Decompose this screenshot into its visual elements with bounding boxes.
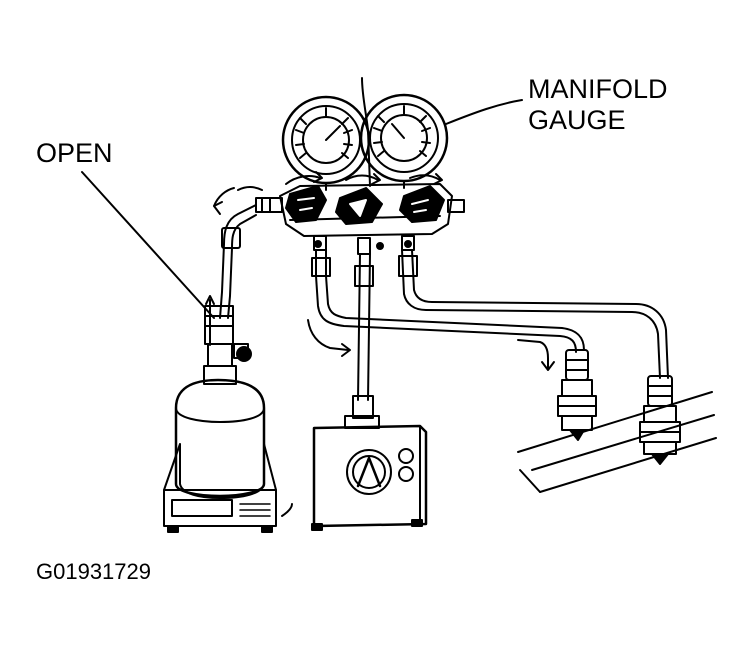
- manifold-leader-line: [445, 99, 523, 125]
- engine-rails: [517, 391, 717, 493]
- manifold-hook: [361, 77, 371, 187]
- manifold-label-line1: MANIFOLD: [528, 74, 668, 104]
- low-side-valve-knob: [285, 185, 327, 223]
- high-pressure-gauge: [359, 93, 449, 189]
- center-valve-knob: [335, 187, 383, 225]
- manifold-gauge-label: MANIFOLD GAUGE: [528, 74, 668, 135]
- open-label: OPEN: [36, 138, 113, 168]
- charging-scale: [163, 443, 293, 533]
- vacuum-pump: [311, 415, 428, 531]
- manifold-gauge: [255, 77, 465, 255]
- figure-id: G01931729: [36, 559, 151, 584]
- manifold-block: [279, 183, 453, 237]
- service-hoses: [307, 249, 669, 419]
- high-side-coupler: [639, 375, 681, 465]
- refrigerant-cylinder: [174, 295, 266, 498]
- charging-hose: [213, 186, 263, 319]
- low-side-coupler: [557, 349, 597, 441]
- manifold-label-line2: GAUGE: [528, 104, 626, 135]
- open-leader-line: [81, 171, 215, 319]
- high-side-valve-knob: [399, 185, 445, 223]
